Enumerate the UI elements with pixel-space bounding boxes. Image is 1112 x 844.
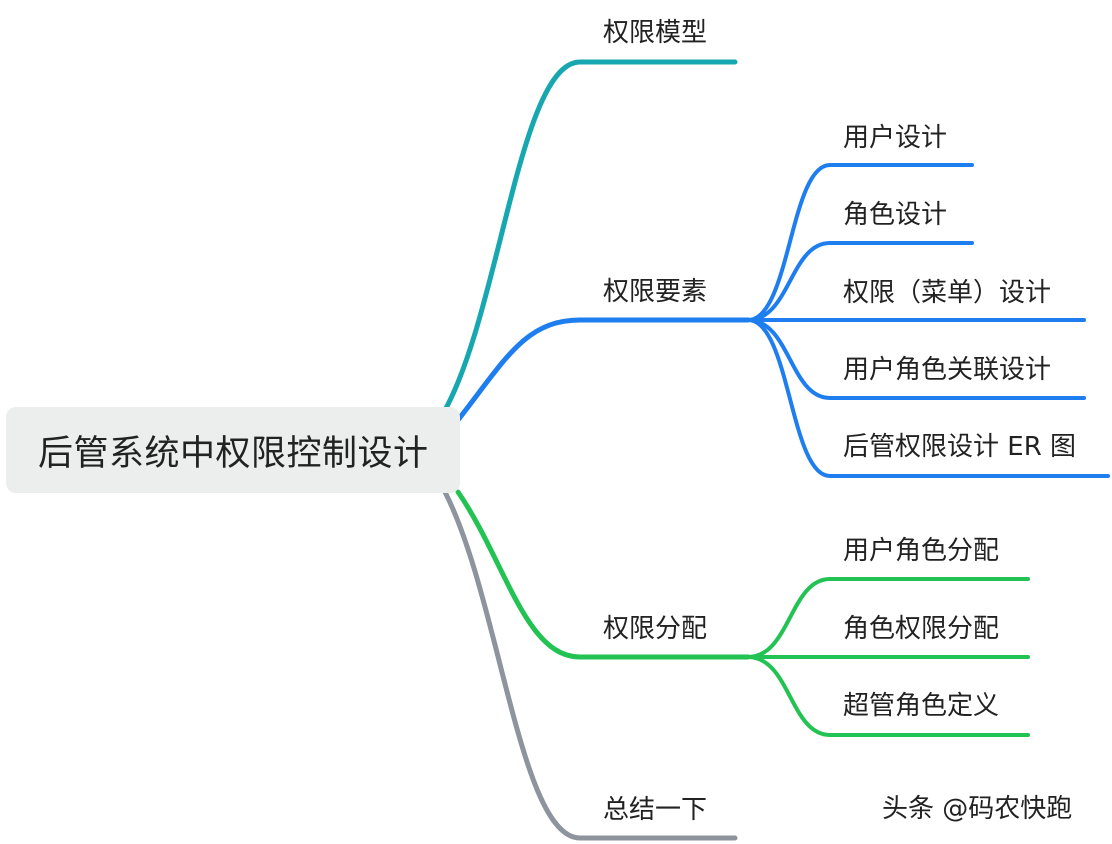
connector-root-branch-1 [455,317,751,423]
connector-branch-2-child-0 [746,577,1030,659]
connector-root-branch-0 [442,59,738,413]
child-node-user-design[interactable]: 用户设计 [843,123,948,153]
connector-branch-1-child-4 [746,318,1110,478]
branch-node-permission-elements[interactable]: 权限要素 [603,277,708,307]
root-node-label: 后管系统中权限控制设计 [38,433,429,474]
branch-node-permission-assignment[interactable]: 权限分配 [603,614,708,644]
connector-root-branch-2 [455,489,751,660]
child-node-role-permission-assignment[interactable]: 角色权限分配 [843,614,1000,644]
child-node-user-role-relation-design[interactable]: 用户角色关联设计 [843,355,1052,385]
connector-branch-1-child-3 [746,318,1086,400]
branch-node-summary[interactable]: 总结一下 [603,795,708,825]
connector-branch-1-child-1 [746,241,974,322]
child-node-super-admin-role[interactable]: 超管角色定义 [843,691,1000,721]
root-node[interactable]: 后管系统中权限控制设计 [6,407,460,493]
child-node-menu-permission-design[interactable]: 权限（菜单）设计 [843,278,1052,308]
child-node-user-role-assignment[interactable]: 用户角色分配 [843,536,1000,566]
branch-node-permission-model[interactable]: 权限模型 [603,18,708,48]
watermark-text: 头条 @码农快跑 [882,794,1073,824]
connector-root-branch-3 [442,489,738,841]
connector-branch-1-child-0 [746,163,974,322]
child-node-er-diagram[interactable]: 后管权限设计 ER 图 [843,432,1077,462]
connector-branch-2-child-2 [746,655,1030,737]
child-node-role-design[interactable]: 角色设计 [843,200,948,230]
